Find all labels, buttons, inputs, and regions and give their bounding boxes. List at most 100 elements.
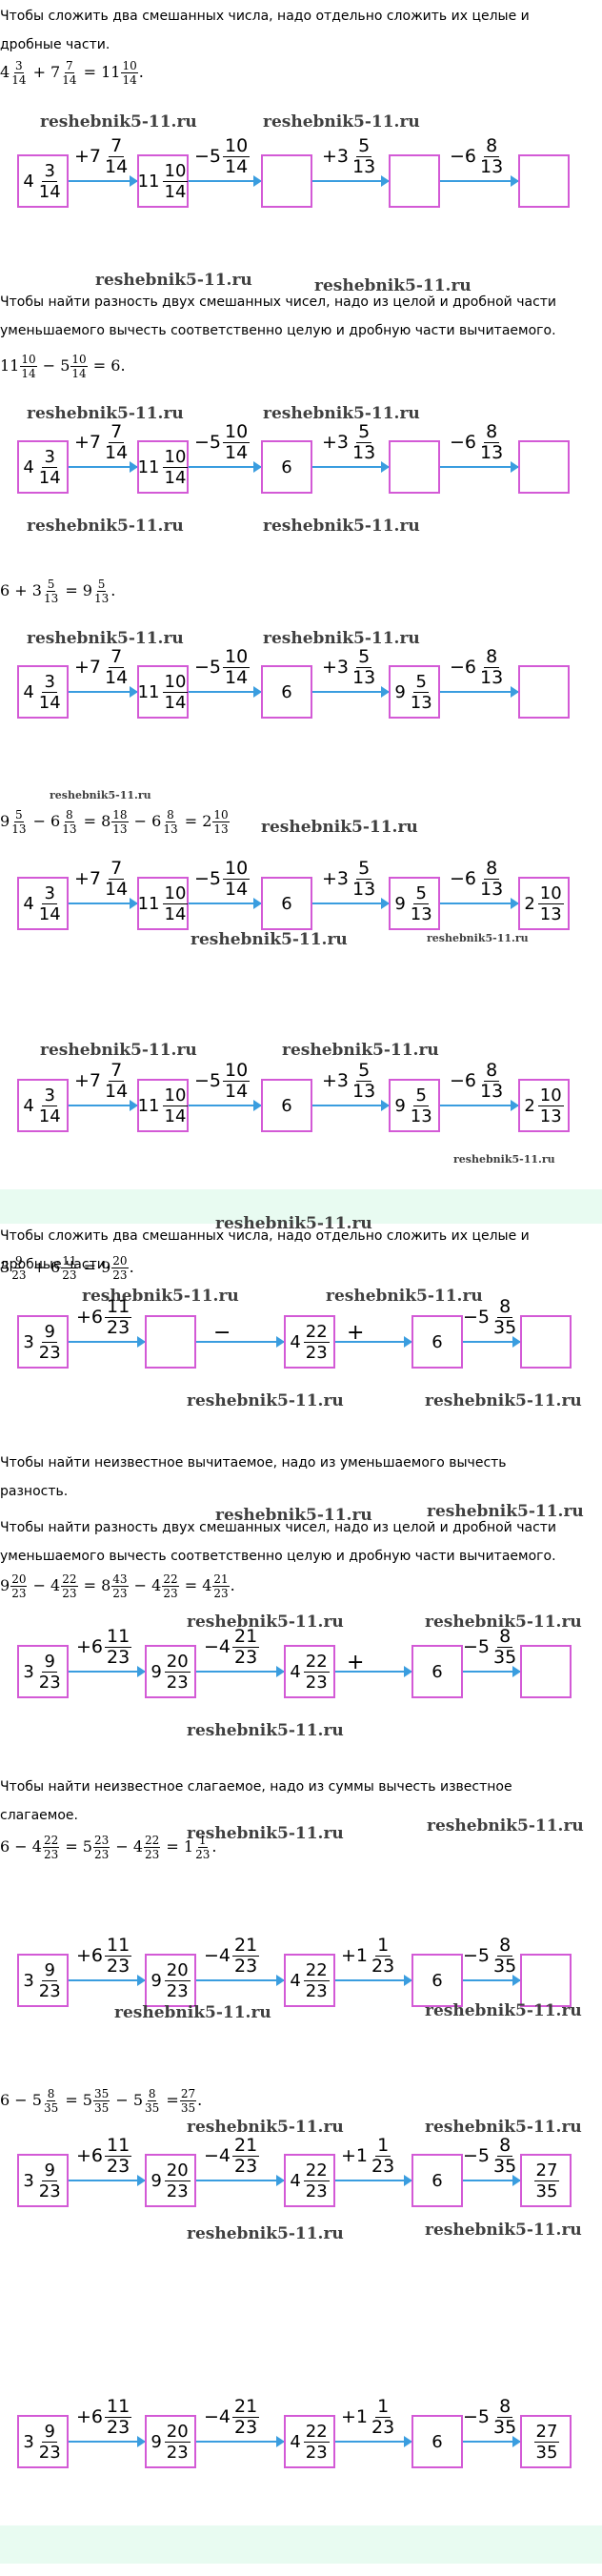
rule-difference-1: Чтобы найти разность двух смешанных чисе… [0, 294, 557, 338]
arrow [335, 1975, 412, 1986]
chain-box-5-empty[interactable] [518, 665, 570, 719]
chain-box-3: 6 [261, 1079, 312, 1132]
chain-box-4-empty[interactable] [389, 440, 440, 494]
watermark: reshebnik5-11.ru [50, 789, 151, 801]
watermark: reshebnik5-11.ru [191, 930, 348, 949]
watermark: reshebnik5-11.ru [187, 1391, 344, 1410]
arrow [440, 1100, 519, 1111]
arrow [463, 1336, 521, 1348]
chain-box-5-empty[interactable] [520, 1315, 572, 1369]
arrow [463, 2436, 521, 2447]
chain-box-5-empty[interactable] [520, 1954, 572, 2007]
watermark: reshebnik5-11.ru [263, 404, 420, 423]
watermark: reshebnik5-11.ru [27, 629, 184, 648]
watermark: reshebnik5-11.ru [40, 1041, 197, 1060]
arrow [189, 686, 262, 698]
arrow [440, 898, 519, 909]
watermark: reshebnik5-11.ru [82, 1287, 239, 1306]
arrow [189, 898, 262, 909]
watermark: reshebnik5-11.ru [263, 629, 420, 648]
chain-box-5-empty[interactable] [518, 440, 570, 494]
answer-highlight-band [0, 1189, 602, 1224]
arrow [196, 2175, 285, 2186]
arrow [69, 1666, 146, 1677]
arrow [440, 461, 519, 473]
arrow [335, 2175, 412, 2186]
arrow [196, 1975, 285, 1986]
chain-box-4: 6 [411, 1315, 463, 1369]
arrow [69, 1100, 138, 1111]
intro-text-1: Чтобы сложить два смешанных числа, надо … [0, 9, 530, 52]
watermark: reshebnik5-11.ru [215, 1214, 372, 1233]
arrow [69, 686, 138, 698]
watermark: reshebnik5-11.ru [114, 2003, 271, 2022]
watermark: reshebnik5-11.ru [282, 1041, 439, 1060]
chain-box-5-empty[interactable] [520, 1645, 572, 1698]
chain-box-2-empty[interactable] [145, 1315, 196, 1369]
watermark: reshebnik5-11.ru [314, 276, 472, 295]
watermark: reshebnik5-11.ru [187, 1824, 344, 1843]
watermark: reshebnik5-11.ru [425, 2221, 582, 2240]
watermark: reshebnik5-11.ru [427, 932, 529, 944]
watermark: reshebnik5-11.ru [425, 1391, 582, 1410]
watermark: reshebnik5-11.ru [326, 1287, 483, 1306]
arrow [463, 1975, 521, 1986]
arrow [312, 686, 390, 698]
chain-box-5-empty[interactable] [518, 154, 570, 208]
operation-label: + [347, 1650, 365, 1674]
watermark: reshebnik5-11.ru [425, 2118, 582, 2137]
arrow [69, 461, 138, 473]
arrow [69, 175, 138, 187]
watermark: reshebnik5-11.ru [187, 1721, 344, 1740]
arrow [335, 1666, 412, 1677]
chain-box-3-empty[interactable] [261, 154, 312, 208]
chain-box-4-empty[interactable] [389, 154, 440, 208]
arrow [440, 175, 519, 187]
arrow [189, 175, 262, 187]
arrow [196, 1666, 285, 1677]
